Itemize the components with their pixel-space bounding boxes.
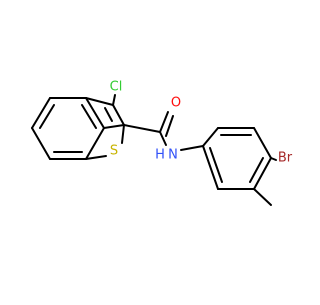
atom-label-sulfur: S: [110, 144, 118, 159]
bond: [85, 127, 105, 160]
bond: [103, 124, 125, 129]
bond: [159, 111, 169, 133]
bond: [104, 107, 113, 122]
bond: [159, 131, 167, 146]
molecule-drawing: Cl O S N H Br: [31, 80, 293, 206]
bond: [85, 155, 107, 160]
bond: [81, 104, 97, 129]
atom-label-chlorine: Cl: [110, 80, 123, 95]
bond: [85, 97, 114, 106]
atom-label-hydrogen: H: [155, 148, 165, 163]
structure-diagram: Cl O S N H Br: [31, 80, 293, 206]
bond: [123, 124, 161, 133]
atom-label-nitrogen: N: [168, 148, 178, 163]
bond: [112, 104, 125, 126]
bonds: [31, 94, 277, 206]
bond: [31, 97, 51, 129]
bond: [209, 147, 223, 183]
bond: [112, 94, 116, 106]
bond: [253, 127, 272, 159]
bond: [31, 127, 51, 160]
atom-label-bromine: Br: [278, 151, 293, 166]
bond: [253, 188, 272, 206]
bond: [202, 127, 219, 147]
bond: [253, 157, 272, 190]
atom-label-oxygen: O: [171, 96, 181, 111]
bond: [202, 145, 219, 190]
atom-labels: Cl O S N H Br: [110, 80, 293, 166]
bond: [39, 104, 55, 129]
bond: [180, 145, 204, 151]
bond: [249, 157, 264, 183]
bond: [85, 97, 105, 129]
bond: [121, 124, 125, 144]
bond: [165, 115, 174, 137]
bond: [270, 157, 277, 161]
